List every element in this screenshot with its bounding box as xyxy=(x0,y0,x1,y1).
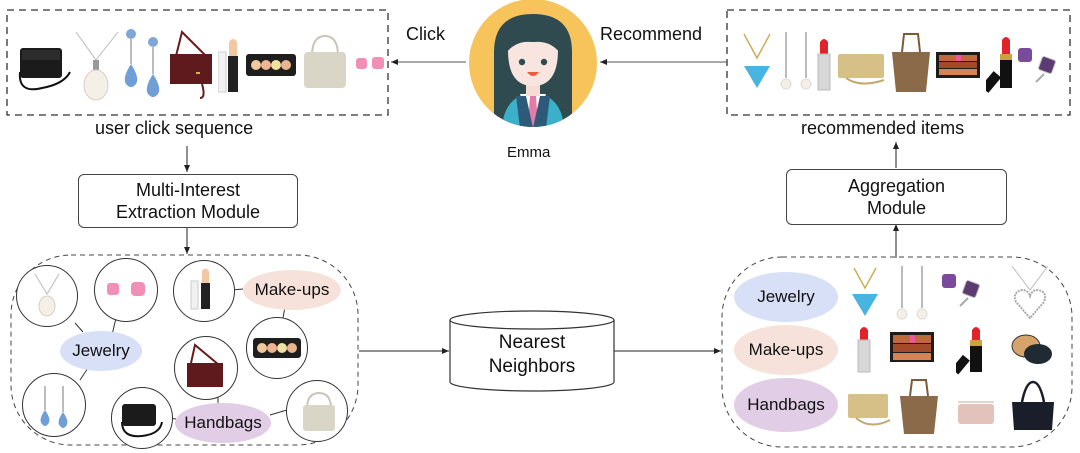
pearl-necklace-circle xyxy=(16,265,78,327)
connector-handbags-silver xyxy=(269,409,288,416)
silver-handbag-icon xyxy=(304,34,346,88)
blue-drops-circle xyxy=(22,373,86,437)
compact-powder-icon xyxy=(1011,334,1052,364)
pink-crossbody-bag-icon xyxy=(958,401,994,424)
jewelry-recommendations-row xyxy=(846,262,1068,324)
pearl-drop-earrings-icon xyxy=(896,266,928,320)
gold-wallet-bag-icon xyxy=(848,394,891,426)
interest-makeups-oval: Make-ups xyxy=(243,270,341,310)
click-sequence-items xyxy=(14,22,386,108)
eyeshadow-palette-icon xyxy=(246,54,296,76)
connector-jewelry-pearl xyxy=(74,322,84,333)
aggregation-module-line1: Aggregation xyxy=(847,176,946,196)
eyeshadow-palette-circle xyxy=(246,317,308,379)
black-shoulder-bag-icon xyxy=(1012,380,1054,430)
extraction-module-line1: Multi-Interest xyxy=(135,180,241,200)
nearest-neighbors-cylinder xyxy=(449,310,615,392)
burgundy-clutch-circle xyxy=(174,336,238,400)
gold-wallet-bag-icon xyxy=(838,54,885,85)
extraction-module-line2: Extraction Module xyxy=(115,202,261,222)
nearest-neighbors-label: Nearest Neighbors xyxy=(450,331,614,379)
blue-drop-earrings-icon xyxy=(124,29,160,97)
eyeshadow-palette-icon xyxy=(936,52,980,78)
concealer-circle xyxy=(173,260,235,322)
click-sequence-frame xyxy=(6,9,389,116)
amethyst-stud-earrings-icon xyxy=(1018,48,1056,83)
red-lipstick-icon xyxy=(817,39,831,91)
pearl-drop-earrings-icon xyxy=(780,32,812,90)
recommended-items xyxy=(740,22,1065,108)
concealer-stick-icon xyxy=(218,39,238,93)
gold-lipstick-icon xyxy=(956,327,982,375)
black-bag-circle xyxy=(111,387,173,449)
aggregation-module: Aggregation Module xyxy=(786,169,1007,225)
brown-tote-bag-icon xyxy=(892,33,930,92)
aggregation-module-line2: Module xyxy=(866,198,927,218)
makeups-recommendations-row xyxy=(846,322,1068,378)
group-jewelry-oval: Jewelry xyxy=(734,272,838,322)
handbags-recommendations-row xyxy=(846,376,1068,438)
nearest-neighbors-line2: Neighbors xyxy=(488,356,576,377)
user-name: Emma xyxy=(507,144,551,161)
gold-lipstick-icon xyxy=(986,37,1012,93)
recommended-items-caption: recommended items xyxy=(801,118,965,138)
recommend-label: Recommend xyxy=(600,24,703,44)
user-avatar-icon xyxy=(469,0,597,127)
nearest-neighbors-line1: Nearest xyxy=(498,332,566,353)
recommendation-groups-frame xyxy=(721,256,1073,448)
group-makeups-oval: Make-ups xyxy=(734,325,838,375)
multi-interest-extraction-module: Multi-Interest Extraction Module xyxy=(78,174,298,228)
click-sequence-caption: user click sequence xyxy=(95,118,254,138)
blue-topaz-pendant-icon xyxy=(743,33,771,88)
heart-pendant-necklace-icon xyxy=(1011,265,1049,320)
black-crossbody-bag-icon xyxy=(18,48,71,91)
silver-handbag-circle xyxy=(286,380,348,442)
blue-topaz-pendant-icon xyxy=(852,267,878,316)
group-handbags-oval: Handbags xyxy=(734,378,838,432)
interest-clusters-frame xyxy=(10,254,359,446)
burgundy-clutch-bag-icon xyxy=(170,30,212,99)
eyeshadow-palette-icon xyxy=(890,332,934,362)
amethyst-studs-icon xyxy=(942,274,980,307)
red-lipstick-icon xyxy=(857,327,871,373)
connector-jewelry-drops xyxy=(79,367,89,381)
interest-jewelry-oval: Jewelry xyxy=(60,331,142,371)
pearl-pendant-necklace-icon xyxy=(75,31,119,101)
pink-stud-earrings-icon xyxy=(356,57,384,69)
click-label: Click xyxy=(406,24,445,44)
interest-handbags-oval: Handbags xyxy=(175,403,271,443)
pink-studs-circle xyxy=(94,258,158,322)
brown-tote-bag-icon xyxy=(900,379,938,434)
